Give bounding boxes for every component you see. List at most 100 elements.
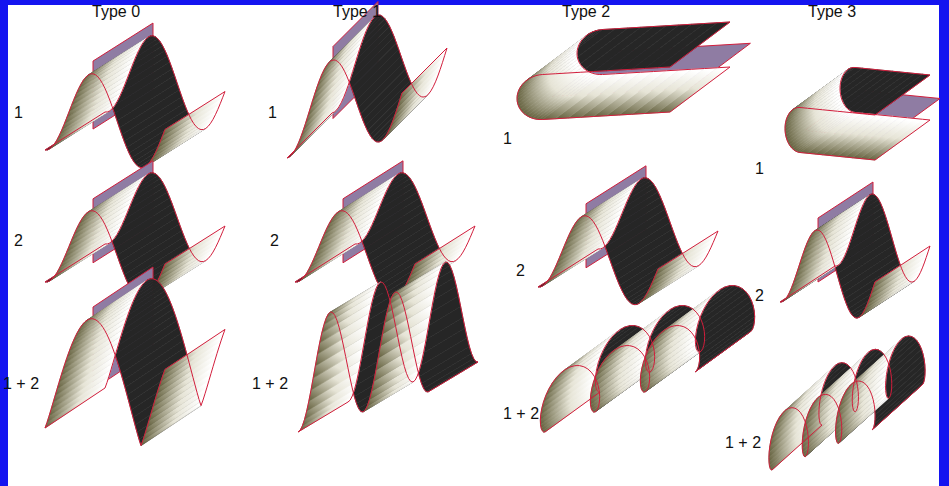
sheet-surface	[158, 104, 220, 148]
sheet-edge	[165, 226, 225, 264]
sheet-surface	[838, 362, 890, 413]
sheet-surface	[653, 237, 715, 281]
sheet-underside	[426, 361, 478, 392]
sheet-edge	[785, 107, 875, 160]
sheet-edge	[295, 244, 355, 282]
sheet-surface	[393, 70, 440, 121]
sheet-edge	[875, 120, 930, 160]
sheet-surface	[74, 56, 136, 100]
sheet-surface	[849, 339, 902, 387]
fold-figure	[540, 286, 754, 432]
row-label: 1 + 2	[725, 434, 761, 452]
sheet-surface	[395, 63, 442, 115]
sheet-surface	[651, 242, 713, 285]
sheet-surface	[315, 42, 362, 94]
sheet-edge	[415, 226, 475, 264]
sheet-edge	[45, 112, 105, 150]
row-label: 1	[503, 130, 512, 148]
fold-figure	[780, 182, 930, 318]
sheet-surface	[160, 232, 222, 276]
sheet-edge	[105, 36, 225, 130]
sheet-edge	[298, 292, 428, 432]
sheet-edge	[598, 178, 718, 267]
sheet-edge	[105, 173, 225, 262]
sheet-edge	[45, 244, 105, 282]
sheet-surface	[158, 237, 220, 280]
sheet-edge	[835, 194, 930, 282]
fold-figure	[785, 67, 940, 160]
row-label: 1 + 2	[252, 375, 288, 393]
sheet-edge	[780, 266, 835, 302]
sheet-underside	[657, 22, 730, 68]
sheet-surface	[159, 341, 221, 387]
sheet-surface	[73, 297, 135, 341]
sheet-edge	[165, 92, 225, 130]
sheet-surface	[517, 54, 577, 102]
sheet-underside	[699, 316, 754, 361]
sheet-surface	[785, 86, 840, 129]
sheet-edge	[658, 231, 718, 269]
sheet-edge	[287, 60, 402, 158]
row-label: 1	[14, 104, 23, 122]
row-label: 2	[516, 262, 525, 280]
sheet-surface	[326, 284, 378, 318]
row-label: 1 + 2	[3, 375, 39, 393]
sheet-edge	[875, 75, 930, 115]
row-label: 1	[268, 104, 277, 122]
row-label: 2	[270, 232, 279, 250]
sheet-edge	[780, 230, 875, 318]
sheet-underside	[422, 353, 474, 388]
sheet-surface	[579, 179, 641, 219]
sheet-edge	[540, 326, 699, 432]
sheet-surface	[649, 303, 708, 349]
sheet-surface	[79, 182, 141, 224]
sheet-edge	[538, 249, 598, 287]
sheet-surface	[400, 48, 447, 100]
sheet-surface	[397, 55, 444, 107]
sheet-surface	[812, 195, 869, 233]
sheet-surface	[643, 316, 700, 363]
sheet-edge	[670, 22, 730, 67]
sheet-edge	[840, 67, 930, 120]
sheet-edge	[295, 211, 415, 300]
sheet-edge	[287, 113, 332, 158]
column-heading: Type 1	[333, 3, 381, 21]
sheet-edge	[355, 173, 475, 262]
sheet-edge	[538, 216, 658, 305]
row-label: 2	[755, 287, 764, 305]
sheet-surface	[785, 83, 840, 126]
row-label: 1	[755, 160, 764, 178]
sheet-edge	[769, 381, 875, 470]
column-heading: Type 0	[92, 3, 140, 21]
sheet-surface	[326, 18, 373, 66]
sheet-surface	[652, 298, 711, 343]
sheet-surface	[81, 42, 143, 84]
sheet-underside	[645, 23, 718, 69]
column-heading: Type 2	[562, 3, 610, 21]
sheet-surface	[805, 208, 862, 249]
sheet-surface	[71, 302, 133, 347]
sheet-edge	[45, 74, 165, 168]
sheet-surface	[873, 246, 930, 288]
sheet-edge	[332, 15, 447, 113]
sheet-edge	[517, 67, 670, 120]
sheet-edge	[348, 262, 478, 402]
sheet-underside	[695, 331, 751, 372]
sheet-surface	[329, 182, 391, 224]
fold-figure	[287, 2, 447, 159]
sheet-edge	[670, 67, 730, 112]
sheet-surface	[86, 37, 148, 77]
sheet-edge	[695, 332, 750, 372]
sheet-surface	[317, 36, 364, 87]
sheet-edge	[45, 388, 105, 428]
sheet-edge	[577, 22, 730, 75]
fold-figure	[298, 262, 478, 432]
sheet-surface	[807, 204, 864, 244]
sheet-edge	[105, 279, 225, 406]
sheet-surface	[86, 174, 148, 214]
sheet-surface	[572, 187, 634, 229]
sheet-edge	[875, 246, 930, 282]
fold-figure	[769, 336, 925, 470]
